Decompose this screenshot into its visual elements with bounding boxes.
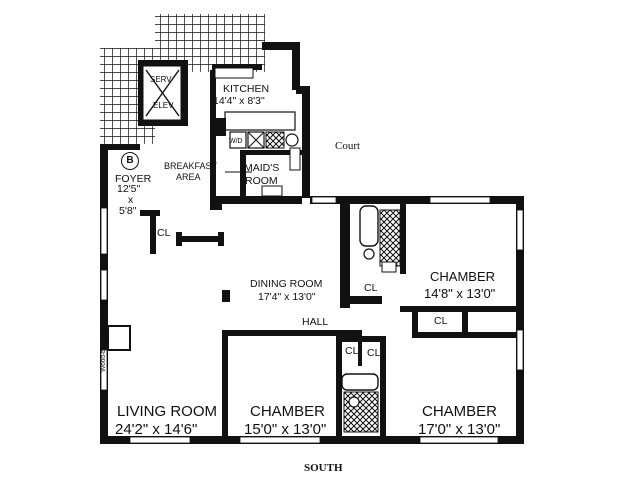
foyer-x: x xyxy=(128,194,134,206)
dining-room-dims: 17'4" x 13'0" xyxy=(258,291,316,303)
maids-room-label-2: ROOM xyxy=(245,175,278,187)
closet-hall-label: CL xyxy=(364,282,378,294)
closet-south-right-label: CL xyxy=(367,347,381,359)
fireplace xyxy=(107,325,131,351)
serv-elev-top-label: SERV xyxy=(150,75,172,84)
foyer-label: FOYER xyxy=(115,173,152,185)
kitchen-fixtures xyxy=(214,67,301,197)
foyer-badge: B xyxy=(121,152,139,170)
court-label: Court xyxy=(335,140,361,152)
south-orientation-label: SOUTH xyxy=(304,462,343,474)
interior-walls xyxy=(222,204,516,436)
chamber-south-center-label: CHAMBER xyxy=(250,403,326,420)
kitchen-label: KITCHEN xyxy=(223,83,270,95)
chamber-southeast-label: CHAMBER xyxy=(422,403,498,420)
washer-dryer-label: W/D xyxy=(229,138,243,145)
service-elevator xyxy=(138,60,188,126)
kitchen-dims: 14'4" x 8'3" xyxy=(213,95,265,107)
foyer-dim-2: 5'8" xyxy=(119,205,137,217)
windows xyxy=(100,196,524,444)
closet-chamber-label: CL xyxy=(434,315,448,327)
closet-south-left-label: CL xyxy=(345,345,359,357)
breakfast-label-2: AREA xyxy=(176,172,201,182)
bathroom-north xyxy=(359,205,401,273)
serv-elev-bottom-label: ELEV xyxy=(153,101,174,110)
maids-room-label-1: MAID'S xyxy=(244,162,280,174)
chamber-southeast-dims: 17'0" x 13'0" xyxy=(418,421,501,438)
bathroom-south xyxy=(341,373,379,433)
closet-foyer-label: CL xyxy=(157,227,171,239)
chamber-northeast-dims: 14'8" x 13'0" xyxy=(424,286,496,301)
service-wing-walls xyxy=(210,42,310,210)
fireplace-label: Wood-burning Fireplace xyxy=(99,302,107,372)
chamber-south-center-dims: 15'0" x 13'0" xyxy=(244,421,327,438)
living-room-label: LIVING ROOM xyxy=(117,403,218,420)
living-room-dims: 24'2" x 14'6" xyxy=(115,421,198,438)
chamber-northeast-label: CHAMBER xyxy=(430,269,496,284)
foyer-closet-walls xyxy=(140,210,224,254)
dining-room-label: DINING ROOM xyxy=(250,278,323,290)
foyer-dim-1: 12'5" xyxy=(117,183,141,195)
breakfast-label-1: BREAKFAST xyxy=(164,161,218,171)
hall-label: HALL xyxy=(302,316,329,328)
